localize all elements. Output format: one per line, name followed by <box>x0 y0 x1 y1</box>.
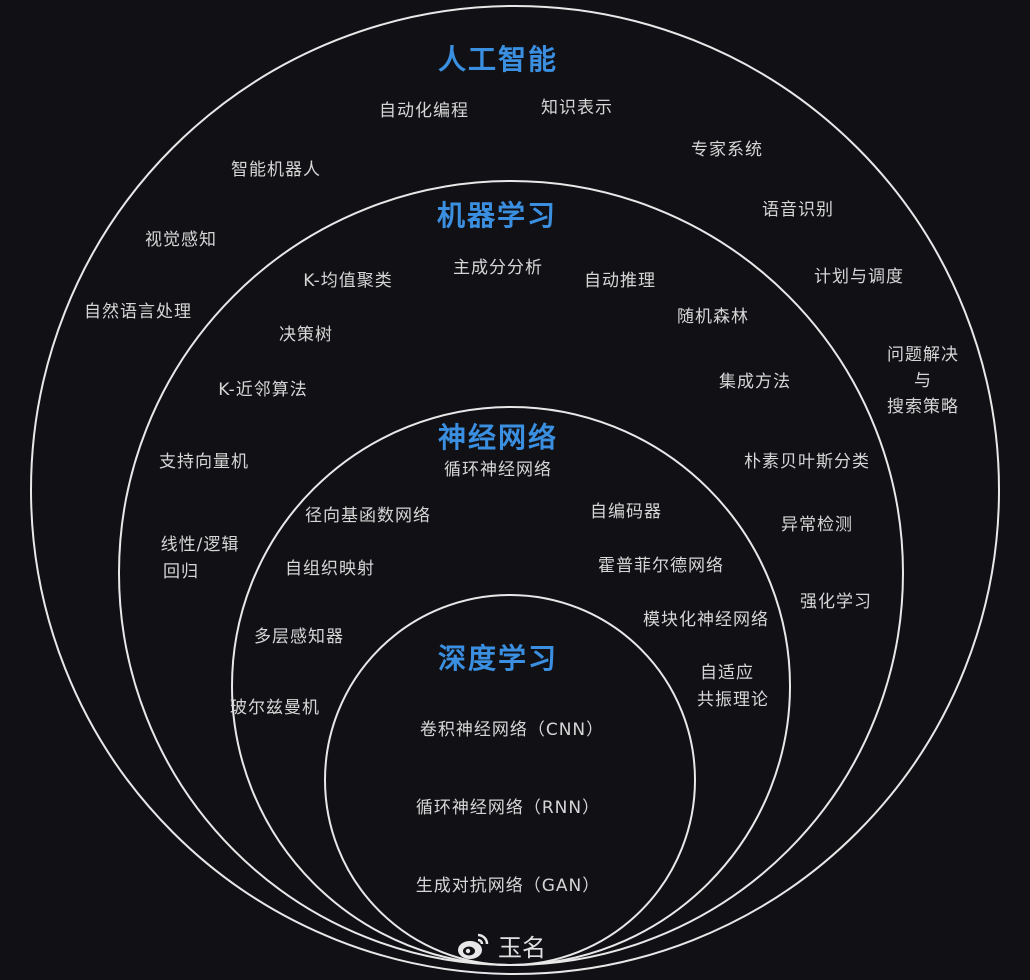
ml-item: 强化学习 <box>800 592 872 612</box>
title-ml: 机器学习 <box>436 199 558 232</box>
nn-item: 共振理论 <box>697 690 769 710</box>
ai-item: 自动化编程 <box>379 101 469 121</box>
title-dl: 深度学习 <box>437 642 559 675</box>
ai-item: 问题解决 <box>887 345 959 365</box>
dl-item: 循环神经网络（RNN） <box>415 798 601 818</box>
dl-item: 卷积神经网络（CNN） <box>419 720 605 740</box>
title-nn: 神经网络 <box>437 421 559 454</box>
ml-item: 支持向量机 <box>159 452 249 472</box>
nn-item: 玻尔兹曼机 <box>230 698 320 718</box>
nn-item: 自组织映射 <box>285 559 375 579</box>
ml-item: 集成方法 <box>719 372 791 392</box>
nn-item: 自适应 <box>700 663 754 683</box>
ml-item: 随机森林 <box>677 307 749 327</box>
ai-item: 与 <box>914 371 932 391</box>
ring-dl <box>324 594 696 966</box>
watermark: 玉名 <box>456 928 546 963</box>
nn-item: 多层感知器 <box>254 627 344 647</box>
ring-ml <box>118 180 904 966</box>
nn-item: 径向基函数网络 <box>305 506 431 526</box>
ml-item: K-近邻算法 <box>218 380 308 400</box>
ai-item: 视觉感知 <box>145 230 217 250</box>
nn-item: 模块化神经网络 <box>643 610 769 630</box>
ai-item: 智能机器人 <box>231 160 321 180</box>
watermark-text: 玉名 <box>498 934 546 962</box>
ring-ai <box>30 5 1000 975</box>
ml-item: 线性/逻辑 <box>160 535 240 555</box>
nn-item: 霍普菲尔德网络 <box>598 556 724 576</box>
title-ai: 人工智能 <box>437 43 559 76</box>
ml-item: 回归 <box>163 562 199 582</box>
ai-item: 搜索策略 <box>887 397 959 417</box>
nn-item: 循环神经网络 <box>444 460 552 480</box>
ml-item: 自动推理 <box>584 271 656 291</box>
ai-item: 自然语言处理 <box>84 302 192 322</box>
ai-item: 专家系统 <box>691 140 763 160</box>
ml-item: 异常检测 <box>781 515 853 535</box>
ai-item: 计划与调度 <box>814 267 904 287</box>
weibo-icon <box>458 933 489 959</box>
nn-item: 自编码器 <box>590 502 662 522</box>
ai-item: 语音识别 <box>762 200 834 220</box>
dl-item: 生成对抗网络（GAN） <box>415 876 601 896</box>
ai-item: 知识表示 <box>541 98 613 118</box>
ml-item: 朴素贝叶斯分类 <box>744 452 870 472</box>
ml-item: K-均值聚类 <box>303 271 393 291</box>
ml-item: 决策树 <box>279 325 333 345</box>
ml-item: 主成分分析 <box>453 258 543 278</box>
